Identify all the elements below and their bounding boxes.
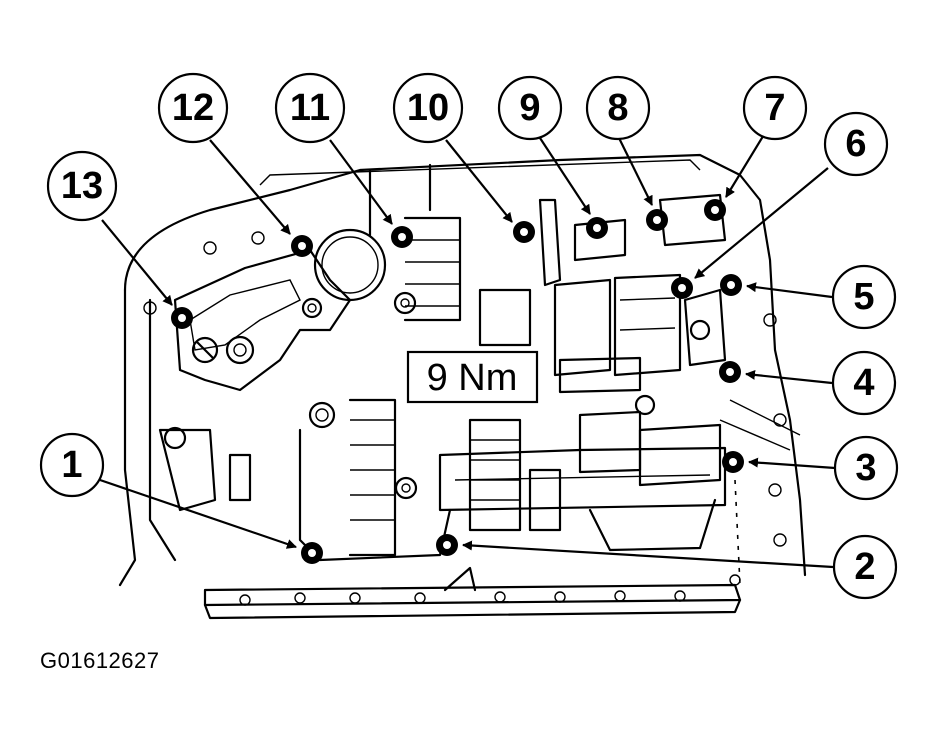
- arrow-13: [101, 219, 173, 306]
- bolt-4: [719, 361, 741, 383]
- svg-text:6: 6: [845, 123, 866, 165]
- arrow-4: [745, 369, 833, 385]
- callout-7: 7: [742, 75, 808, 141]
- svg-text:5: 5: [853, 276, 874, 318]
- bolt-8: [646, 209, 668, 231]
- bolt-7: [704, 199, 726, 221]
- bolt-10: [513, 221, 535, 243]
- arrow-6: [694, 167, 829, 279]
- bolt-11: [391, 226, 413, 248]
- bolt-6: [671, 277, 693, 299]
- bolt-1: [301, 542, 323, 564]
- arrow-9: [539, 137, 591, 215]
- callout-circles: 1 2 3 4 5 6 7 8 9 10 11 12 13: [39, 72, 899, 600]
- callout-10: 10: [392, 72, 464, 144]
- bolt-12: [291, 235, 313, 257]
- arrow-11: [329, 139, 393, 225]
- svg-text:7: 7: [764, 87, 785, 129]
- svg-text:13: 13: [61, 165, 103, 207]
- callout-2: 2: [832, 534, 898, 600]
- callout-8: 8: [585, 75, 651, 141]
- svg-text:12: 12: [172, 87, 214, 129]
- bolt-3: [722, 451, 744, 473]
- svg-text:4: 4: [853, 362, 874, 404]
- svg-text:8: 8: [607, 87, 628, 129]
- bolt-2: [436, 534, 458, 556]
- arrow-2: [462, 540, 834, 569]
- arrow-8: [618, 137, 653, 206]
- callout-11: 11: [274, 72, 346, 144]
- svg-text:10: 10: [407, 87, 449, 129]
- torque-spec-box: 9 Nm: [406, 350, 539, 404]
- bolt-9: [586, 217, 608, 239]
- callout-1: 1: [39, 432, 105, 498]
- callout-3: 3: [833, 435, 899, 501]
- bolt-13: [171, 307, 193, 329]
- arrow-7: [725, 132, 766, 198]
- callout-13: 13: [46, 150, 118, 222]
- callout-arrows: [99, 132, 836, 569]
- svg-text:2: 2: [854, 546, 875, 588]
- figure-id: G01612627: [40, 648, 160, 673]
- bolt-heads: [171, 199, 744, 564]
- arrow-5: [746, 282, 833, 299]
- arrow-3: [748, 457, 836, 470]
- svg-text:11: 11: [290, 87, 330, 129]
- arrow-10: [445, 139, 513, 223]
- callout-12: 12: [157, 72, 229, 144]
- svg-text:3: 3: [855, 447, 876, 489]
- arrow-12: [209, 139, 291, 235]
- bolt-5: [720, 274, 742, 296]
- callout-9: 9: [497, 75, 563, 141]
- callout-5: 5: [831, 264, 897, 330]
- svg-text:1: 1: [61, 444, 82, 486]
- callout-4: 4: [831, 350, 897, 416]
- svg-text:9: 9: [519, 87, 540, 129]
- callout-6: 6: [823, 111, 889, 177]
- arrow-1: [99, 478, 297, 549]
- torque-spec-label: 9 Nm: [427, 357, 518, 399]
